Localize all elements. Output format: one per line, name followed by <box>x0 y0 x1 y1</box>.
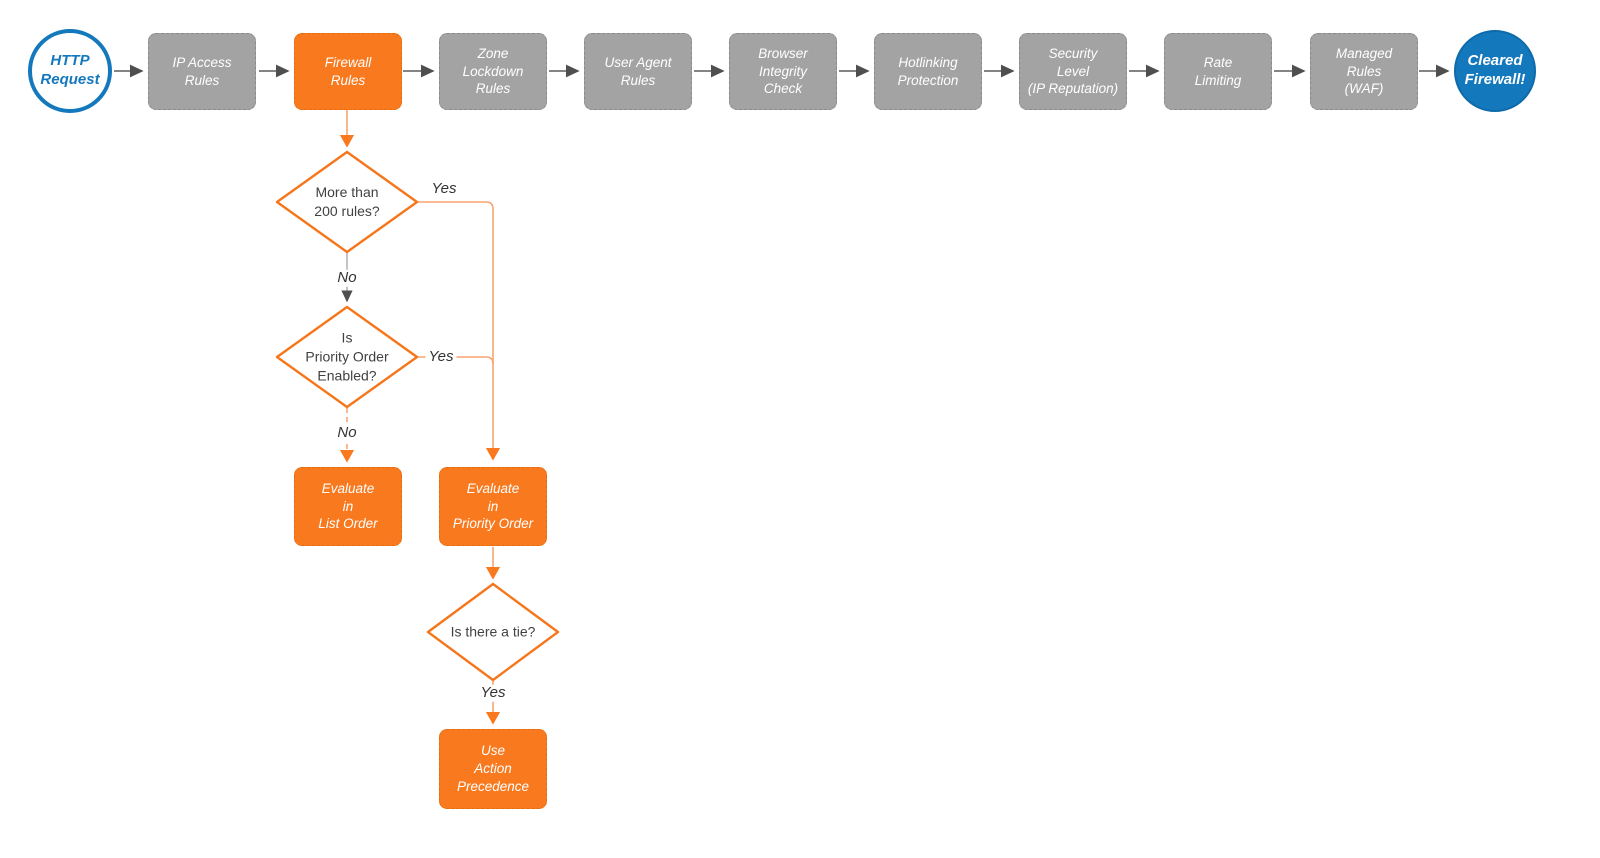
pipeline-node-security-level: Security Level (IP Reputation) <box>1019 33 1127 110</box>
pipeline-node-zone-lockdown-rules: Zone Lockdown Rules <box>439 33 547 110</box>
pipeline-node-label: Browser Integrity Check <box>758 45 808 97</box>
action-node-label: Evaluate in List Order <box>318 480 378 532</box>
pipeline-node-label: Hotlinking Protection <box>897 54 959 88</box>
arrow-decision2-yes-merge <box>418 356 494 365</box>
pipeline-node-label: Security Level (IP Reputation) <box>1027 45 1119 97</box>
pipeline-node-rate-limiting: Rate Limiting <box>1164 33 1272 110</box>
end-node-label: Cleared Firewall! <box>1464 52 1526 88</box>
action-node-label: Use Action Precedence <box>456 743 530 794</box>
start-node-label: HTTP Request <box>40 52 100 88</box>
pipeline-node-label: Managed Rules (WAF) <box>1335 45 1393 97</box>
pipeline-node-label: Rate Limiting <box>1194 54 1242 88</box>
end-node-cleared-firewall: Cleared Firewall! <box>1454 30 1536 112</box>
decision-is-there-a-tie-label: Is there a tie? <box>450 623 536 640</box>
edge-label-yes-decision3: Yes <box>477 684 509 702</box>
edge-label-yes-decision1: Yes <box>428 180 460 198</box>
action-evaluate-in-priority-order: Evaluate in Priority Order <box>439 467 547 546</box>
edge-label-yes-decision2: Yes <box>425 348 457 366</box>
pipeline-node-label: Firewall Rules <box>324 54 372 88</box>
pipeline-node-ip-access-rules: IP Access Rules <box>148 33 256 110</box>
pipeline-node-hotlinking-protection: Hotlinking Protection <box>874 33 982 110</box>
pipeline-node-managed-rules-waf: Managed Rules (WAF) <box>1310 33 1418 110</box>
decision-diamond-more-than-200-rules <box>275 150 419 254</box>
start-node-http-request: HTTP Request <box>28 29 112 113</box>
action-use-action-precedence: Use Action Precedence <box>439 729 547 809</box>
pipeline-node-firewall-rules: Firewall Rules <box>294 33 402 110</box>
edge-label-no-decision2: No <box>334 424 360 442</box>
arrow-decision1-yes-to-priority-order <box>418 201 501 461</box>
action-node-label: Evaluate in Priority Order <box>452 480 534 532</box>
action-evaluate-in-list-order: Evaluate in List Order <box>294 467 402 546</box>
decision-more-than-200-rules-label: More than 200 rules? <box>314 184 380 219</box>
pipeline-node-label: IP Access Rules <box>172 54 232 88</box>
pipeline-node-browser-integrity-check: Browser Integrity Check <box>729 33 837 110</box>
pipeline-node-label: Zone Lockdown Rules <box>462 45 524 97</box>
decision-diamond-is-there-a-tie <box>426 582 560 682</box>
pipeline-node-label: User Agent Rules <box>604 54 672 88</box>
edge-label-no-decision1: No <box>334 269 360 287</box>
decision-priority-order-enabled-label: Is Priority Order Enabled? <box>305 329 389 384</box>
decision-diamond-priority-order-enabled <box>275 305 419 409</box>
pipeline-node-user-agent-rules: User Agent Rules <box>584 33 692 110</box>
